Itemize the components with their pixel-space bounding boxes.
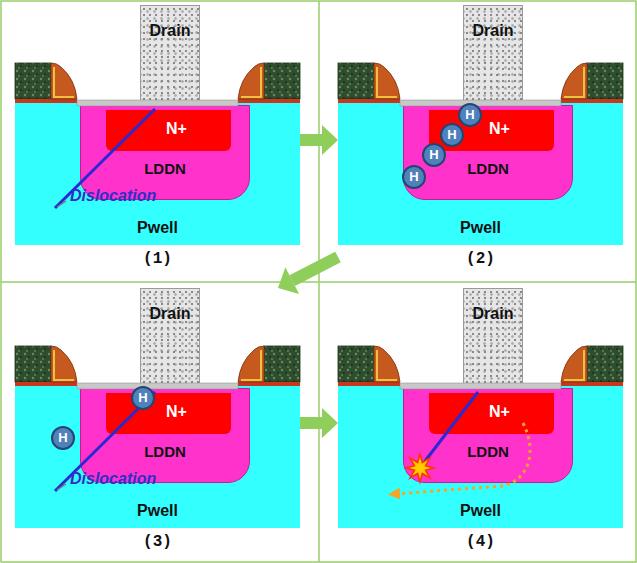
step-number: (4) xyxy=(338,534,623,552)
defect-label: Dislocation xyxy=(70,470,156,488)
region-label: LDDN xyxy=(404,444,572,461)
region-label: Pwell xyxy=(338,219,623,237)
region-label: Pwell xyxy=(15,502,300,520)
lddn-region: LDDN N+ xyxy=(80,105,250,200)
arrow-head xyxy=(322,408,338,438)
nplus-region: N+ xyxy=(106,110,231,151)
dislocation-line xyxy=(55,109,155,208)
region-label: Pwell xyxy=(15,219,300,237)
atom-label: H xyxy=(138,391,147,405)
arrow-shaft xyxy=(300,417,322,429)
arrow-head xyxy=(322,125,338,155)
lddn-region: LDDN N+ xyxy=(403,388,573,483)
region-label: Drain xyxy=(141,305,199,323)
region-label: N+ xyxy=(429,403,554,421)
leader-line xyxy=(57,484,66,490)
atom-label: H xyxy=(409,170,418,184)
hydrogen-atom: H xyxy=(51,426,75,450)
panel: (4) DrainPwell LDDN N+ xyxy=(338,288,623,558)
drain-contact: Drain xyxy=(140,288,200,386)
step-arrow xyxy=(300,125,338,155)
step-arrow xyxy=(278,257,338,294)
pwell-region: Pwell LDDN N+ xyxy=(338,386,623,528)
gate-structure xyxy=(15,346,300,389)
region-label: Drain xyxy=(464,22,522,40)
defect-label: Dislocation xyxy=(70,187,156,205)
region-label: N+ xyxy=(106,403,231,421)
leader-line xyxy=(57,201,66,207)
panel-art xyxy=(338,346,623,494)
drain-contact: Drain xyxy=(463,5,523,103)
panel-art xyxy=(15,346,300,491)
atom-label: H xyxy=(58,431,67,445)
hydrogen-atom: H xyxy=(402,165,426,189)
frame-divider xyxy=(318,1,320,562)
region-label: Pwell xyxy=(338,502,623,520)
step-number: (3) xyxy=(15,534,300,552)
hydrogen-atom: H xyxy=(131,386,155,410)
hydrogen-atom: H xyxy=(458,103,482,127)
leakage-path xyxy=(394,423,530,494)
arrow-shaft xyxy=(292,257,338,281)
gate-structure xyxy=(338,63,623,106)
pwell-region: Pwell LDDN N+ xyxy=(15,103,300,245)
lddn-region: LDDN N+ xyxy=(80,388,250,483)
atom-label: H xyxy=(447,128,456,142)
nplus-region: N+ xyxy=(106,393,231,434)
drain-contact: Drain xyxy=(140,5,200,103)
step-number: (2) xyxy=(338,251,623,269)
panel-art xyxy=(15,63,300,208)
region-label: Drain xyxy=(141,22,199,40)
hydrogen-atom: H xyxy=(440,123,464,147)
gate-structure xyxy=(15,63,300,106)
frame-divider xyxy=(1,281,636,283)
nplus-region: N+ xyxy=(429,393,554,434)
region-label: LDDN xyxy=(81,444,249,461)
panel-art xyxy=(338,63,623,106)
step-arrow xyxy=(300,408,338,438)
atom-label: H xyxy=(465,108,474,122)
pwell-region: PwellLDDNN+ xyxy=(338,103,623,245)
arrow-shaft xyxy=(300,134,322,146)
dislocation-line xyxy=(55,392,155,491)
gate-structure xyxy=(338,346,623,389)
breakdown-spark xyxy=(406,454,434,482)
panel: (2)DrainPwellLDDNN+HHHH xyxy=(338,5,623,275)
region-label: N+ xyxy=(106,120,231,138)
panel: (3)DrainPwellLDDNN+HH xyxy=(15,288,300,558)
atom-label: H xyxy=(429,148,438,162)
dislocation-line xyxy=(422,392,478,465)
step-number: (1) xyxy=(15,251,300,269)
panel: (1) DrainPwell LDDN N+ xyxy=(15,5,300,275)
drain-contact: Drain xyxy=(463,288,523,386)
arrow-head xyxy=(278,267,299,294)
region-label: Drain xyxy=(464,305,522,323)
pwell-region: Pwell LDDN N+ xyxy=(15,386,300,528)
hydrogen-atom: H xyxy=(422,143,446,167)
region-label: LDDN xyxy=(81,161,249,178)
